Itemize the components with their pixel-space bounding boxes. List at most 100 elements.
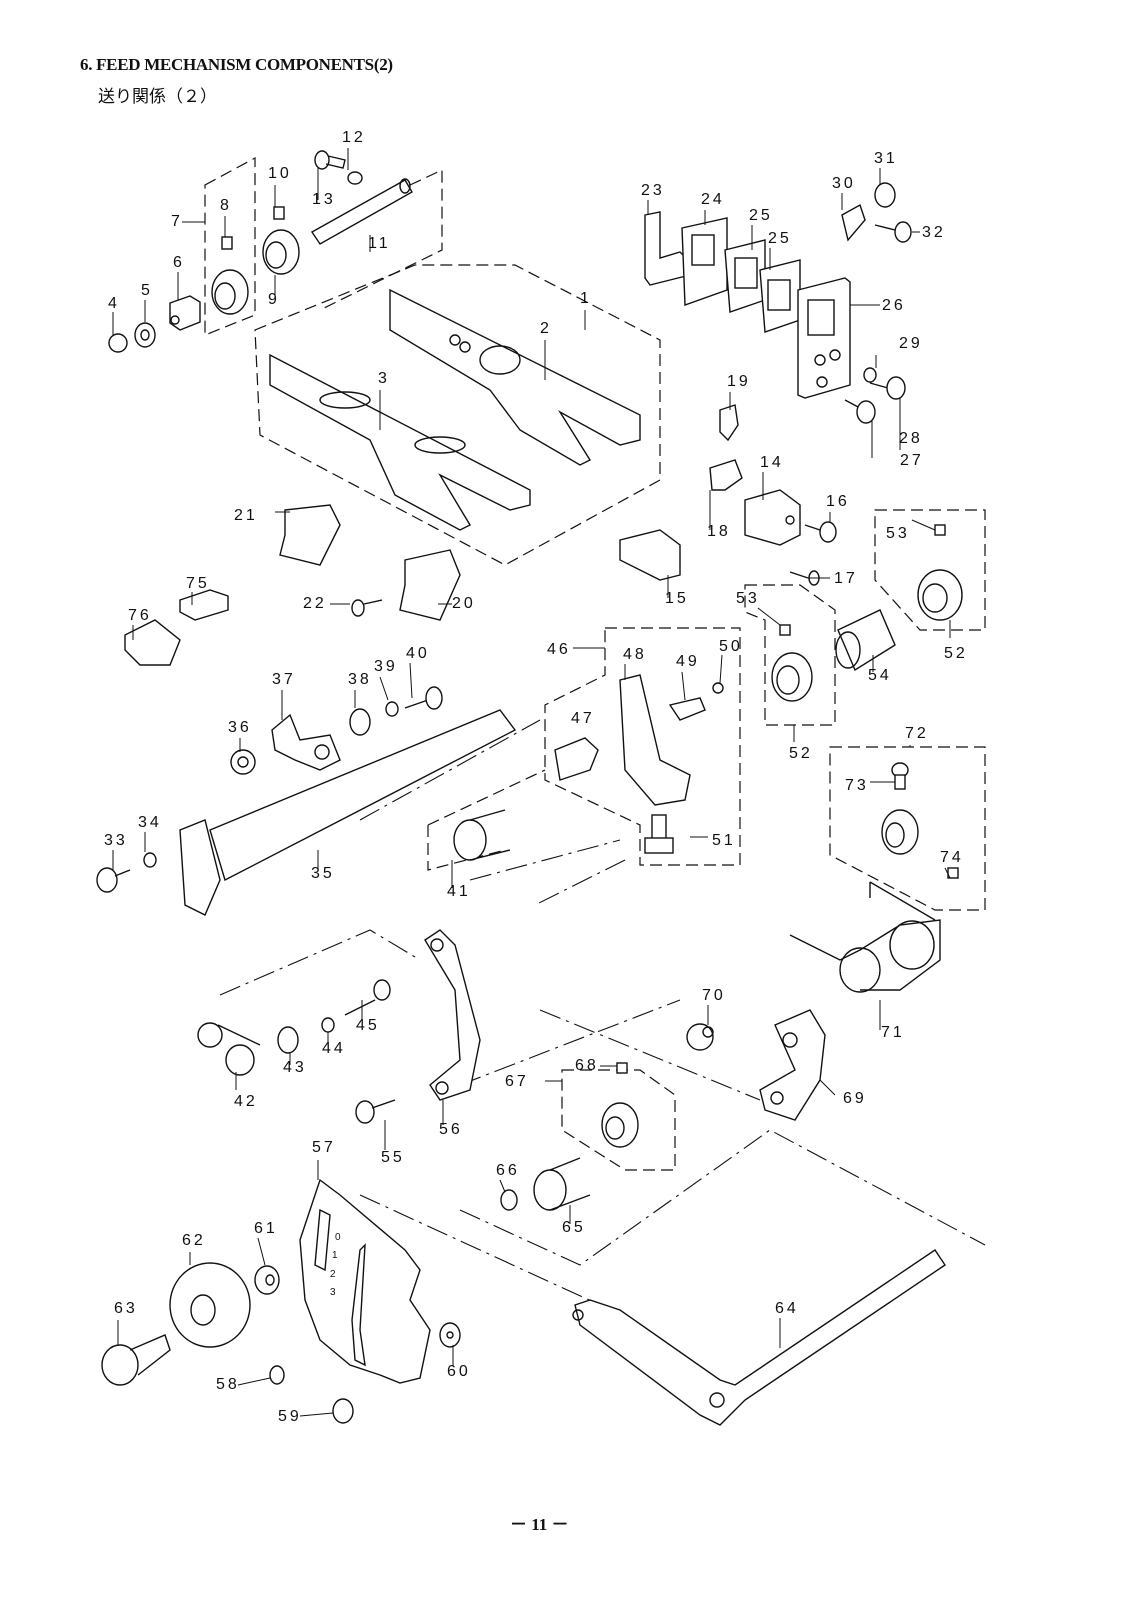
part-25-gasket-b [759, 259, 801, 333]
part-number-labels: 1234567891011121314151617181920212223242… [104, 129, 965, 1425]
group-box-67 [561, 1069, 676, 1171]
part-label-69: 69 [843, 1090, 867, 1107]
part-37-crank [271, 713, 341, 771]
part-label-48: 48 [623, 646, 647, 663]
part-63-screw [101, 1334, 171, 1386]
part-label-5: 5 [141, 282, 153, 299]
part-label-22: 22 [303, 595, 327, 612]
group-box-46 [544, 627, 741, 866]
part-3-feed-bar [269, 353, 531, 531]
part-4-e-ring [108, 333, 128, 353]
part-32-screw [874, 221, 912, 243]
part-label-14: 14 [760, 454, 784, 471]
part-43-bushing [277, 1026, 299, 1054]
leader-lines [112, 148, 951, 1417]
part-25-gasket-a [724, 239, 766, 313]
scale-mark-3: 3 [330, 1287, 336, 1298]
part-20-feed-dog [399, 549, 461, 621]
part-label-67: 67 [505, 1073, 529, 1090]
part-67-collar [601, 1102, 639, 1148]
part-60-eccentric-nut [439, 1322, 461, 1348]
part-label-28: 28 [899, 430, 923, 447]
part-label-73: 73 [845, 777, 869, 794]
part-label-64: 64 [775, 1300, 799, 1317]
group-box-72 [829, 746, 986, 911]
part-label-51: 51 [712, 832, 736, 849]
part-69-arm [759, 1009, 826, 1121]
part-57-scale-plate [299, 1178, 431, 1384]
part-label-24: 24 [701, 191, 725, 208]
part-75-pad [179, 589, 229, 621]
part-12-o-ring [347, 171, 363, 185]
part-label-21: 21 [234, 507, 258, 524]
part-33-screw [96, 867, 131, 893]
part-53a-set-screw [934, 524, 946, 536]
scale-mark-2: 2 [330, 1269, 336, 1280]
part-6-block [169, 295, 201, 331]
part-label-40: 40 [406, 645, 430, 662]
part-30-lever [841, 203, 866, 242]
dial-scale-marks: 0 1 2 3 [330, 1232, 341, 1298]
part-59-screw [332, 1398, 354, 1424]
part-71-spring [789, 881, 941, 993]
part-label-33: 33 [104, 832, 128, 849]
part-label-25a: 25 [749, 207, 773, 224]
part-label-16: 16 [826, 493, 850, 510]
part-22-screw [351, 599, 383, 617]
part-61-washer [254, 1265, 280, 1295]
part-52a-collar [917, 569, 963, 621]
part-38-bushing [349, 708, 371, 736]
part-label-27: 27 [900, 452, 924, 469]
part-label-31: 31 [874, 150, 898, 167]
part-label-19: 19 [727, 373, 751, 390]
part-label-10: 10 [268, 165, 292, 182]
part-68-set-screw [616, 1062, 628, 1074]
part-label-57: 57 [312, 1139, 336, 1156]
part-label-75: 75 [186, 575, 210, 592]
part-label-34: 34 [138, 814, 162, 831]
part-19-feed-dog-holder [719, 404, 739, 442]
part-51-screw [644, 814, 674, 854]
part-label-60: 60 [447, 1363, 471, 1380]
part-47-pin [554, 737, 599, 781]
part-8-set-screw [221, 236, 233, 250]
part-34-washer [143, 852, 157, 868]
section-title: 6. FEED MECHANISM COMPONENTS(2) [80, 55, 393, 74]
part-53b-set-screw [779, 624, 791, 636]
part-label-6: 6 [173, 254, 185, 271]
part-label-4: 4 [108, 295, 120, 312]
part-76-clip [124, 619, 181, 666]
part-label-20: 20 [452, 595, 476, 612]
part-label-42: 42 [234, 1093, 258, 1110]
part-label-62: 62 [182, 1232, 206, 1249]
part-14-feed-dog-block [744, 489, 801, 546]
scale-mark-1: 1 [332, 1250, 338, 1261]
part-label-36: 36 [228, 719, 252, 736]
group-box-7 [204, 156, 256, 336]
part-11-shaft [310, 178, 413, 245]
part-62-knob [169, 1262, 251, 1348]
part-35-shaft [179, 709, 517, 916]
part-label-46: 46 [547, 641, 571, 658]
part-label-7: 7 [171, 213, 183, 230]
group-box-1 [254, 264, 661, 566]
part-31-spring [874, 182, 896, 208]
part-label-35: 35 [311, 865, 335, 882]
part-label-23: 23 [641, 182, 665, 199]
part-label-32: 32 [922, 224, 946, 241]
part-41-bushing [453, 809, 511, 861]
part-label-58: 58 [216, 1376, 240, 1393]
part-42-crank [197, 1022, 261, 1076]
part-label-26: 26 [882, 297, 906, 314]
part-65-bushing [533, 1157, 591, 1211]
part-40-screw [404, 686, 443, 710]
part-label-25b: 25 [768, 230, 792, 247]
group-box-11 [319, 169, 443, 311]
part-54-bushing [835, 609, 896, 672]
part-56-link [424, 929, 481, 1101]
part-29-washer [863, 367, 877, 383]
group-box-52a [874, 509, 986, 631]
part-58-screw [269, 1365, 285, 1385]
part-label-9: 9 [268, 291, 280, 308]
part-label-53a: 53 [886, 525, 910, 542]
